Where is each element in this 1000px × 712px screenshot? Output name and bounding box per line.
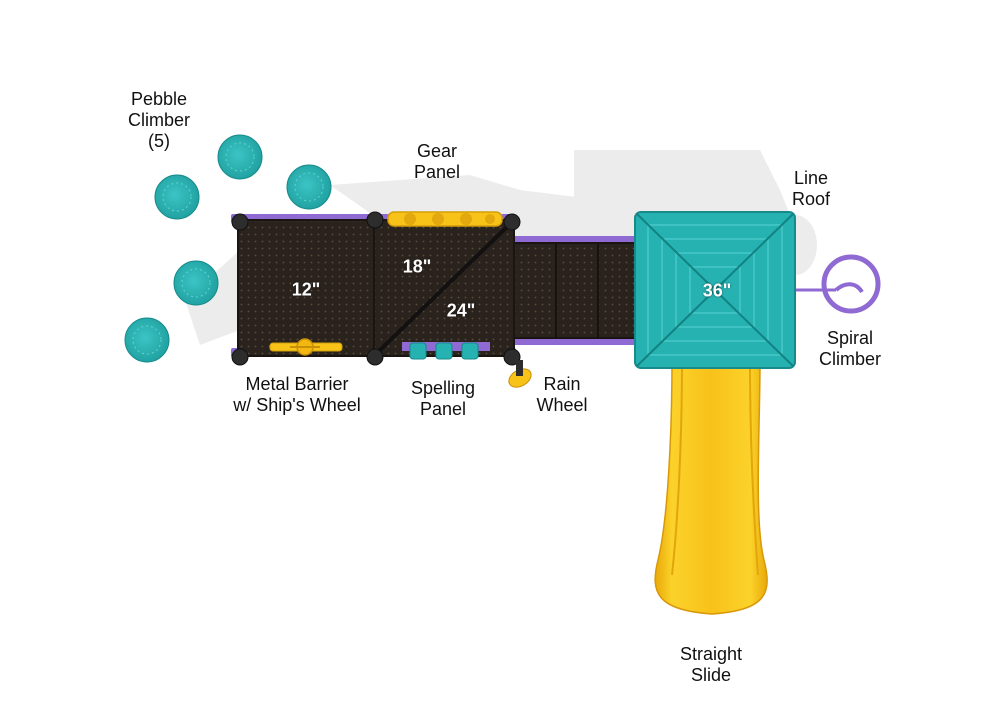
deck-height-18: 18" bbox=[402, 256, 432, 277]
pebble-climbers bbox=[124, 134, 332, 363]
pebble-3 bbox=[154, 174, 200, 220]
rain-wheel bbox=[508, 360, 532, 388]
spelling-panel bbox=[402, 342, 490, 360]
pebble-5 bbox=[124, 317, 170, 363]
line-roof bbox=[634, 211, 796, 369]
stair-bridge bbox=[513, 242, 639, 339]
deck-height-36: 36" bbox=[702, 280, 732, 301]
spiral-climber bbox=[792, 254, 881, 314]
deck-height-12: 12" bbox=[291, 279, 321, 300]
posts bbox=[231, 211, 521, 366]
deck-18-24 bbox=[373, 219, 515, 357]
deck-height-24: 24" bbox=[446, 300, 476, 321]
pebble-2 bbox=[286, 164, 332, 210]
ship-wheel-barrier bbox=[269, 338, 343, 356]
deck-12 bbox=[237, 219, 375, 357]
gear-panel bbox=[387, 211, 503, 227]
straight-slide bbox=[654, 361, 768, 615]
pebble-4 bbox=[173, 260, 219, 306]
pebble-1 bbox=[217, 134, 263, 180]
